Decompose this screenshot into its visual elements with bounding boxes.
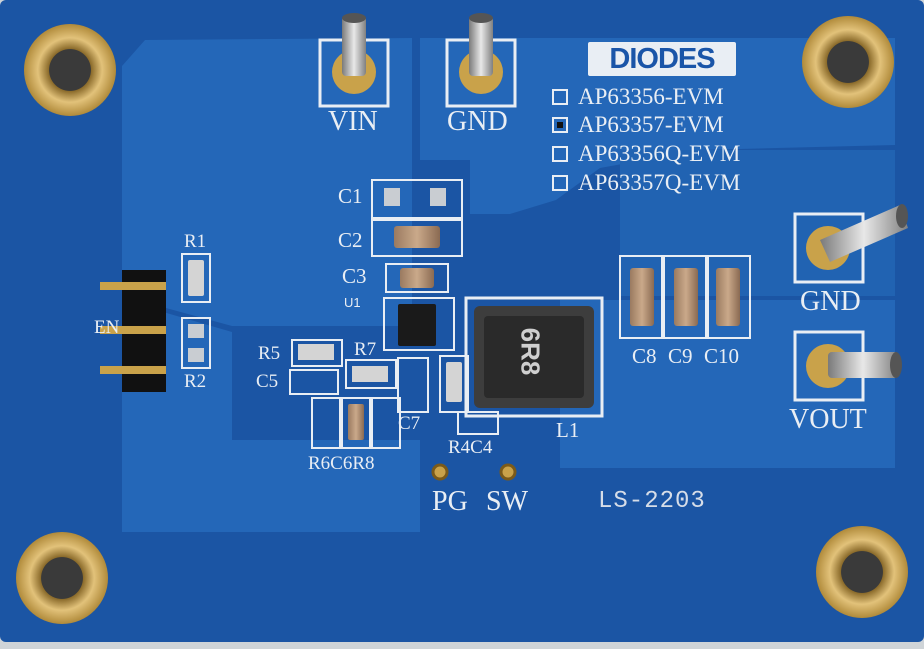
c3-outline [385,263,449,293]
r8-outline [371,397,401,449]
board-code: LS-2203 [598,488,706,515]
variant-row: AP63356Q-EVM [552,141,740,167]
c8-label: C8 [632,344,657,368]
mounting-hole-br [816,526,908,618]
r1-component [188,260,204,296]
r4-component [446,362,462,402]
r6c6r8-label: R6C6R8 [308,453,375,474]
vin-terminal [318,13,390,108]
variant-label: AP63357Q-EVM [578,170,741,195]
diodes-logo: DIODES [588,42,736,76]
vout-label: VOUT [789,404,867,435]
logo-text: DIODES [609,42,715,75]
l1-face [484,316,584,398]
mounting-hole-bl [16,532,108,624]
r2-pad-top [188,324,204,338]
r2-label: R2 [184,371,207,392]
c3-label: C3 [342,264,367,288]
vin-label: VIN [328,106,378,137]
u1-outline [383,297,455,351]
c5-label: C5 [256,371,279,392]
c9-outline [663,255,707,339]
c6-outline [341,397,371,449]
sw-label: SW [486,486,528,517]
r4-outline [439,355,469,413]
variant-label: AP63356-EVM [578,84,724,109]
c10-component [716,268,740,326]
l1-outline [464,296,604,418]
c2-outline [371,219,463,257]
variant-row: AP63356-EVM [552,84,724,110]
u1-label: U1 [344,295,361,310]
variant-row: AP63357Q-EVM [552,170,740,196]
c2-label: C2 [338,228,363,252]
u1-chip [398,304,436,346]
r2-pad-bottom [188,348,204,362]
r2-outline [181,317,211,369]
variant-checkbox [552,146,568,162]
gnd-out-label: GND [800,286,861,317]
variant-checkbox [552,89,568,105]
r1-label: R1 [184,231,207,252]
copper-pour-vout [560,300,895,468]
c10-label: C10 [704,344,740,368]
c2-component [394,226,440,248]
c1-outline [371,179,463,219]
r5-label: R5 [258,343,281,364]
r7-component [352,366,388,382]
c10-outline [707,255,751,339]
c6-component [348,404,364,440]
variant-label: AP63357-EVM [578,112,724,137]
mounting-hole-tl [24,24,116,116]
gnd-out-terminal [793,204,908,284]
variant-checkbox [552,175,568,191]
c8-component [630,268,654,326]
en-header [100,270,166,392]
variant-row: AP63357-EVM [552,112,724,138]
pg-label: PG [432,486,468,517]
c5-outline [289,369,339,395]
c8-outline [619,255,663,339]
r6-outline [311,397,341,449]
copper-pour-gnd [420,38,895,214]
inductor-marking: 6R8 [515,327,546,376]
pg-test-point [431,463,449,481]
gnd-in-terminal [445,13,517,108]
c9-component [674,268,698,326]
r4c4-label: R4C4 [448,437,493,458]
sw-test-point [499,463,517,481]
c7-outline [397,357,429,413]
c4-outline [457,411,499,435]
c7-label: C7 [398,413,421,434]
variant-checkbox-checked [552,117,568,133]
gnd-in-label: GND [447,106,508,137]
r1-outline [181,253,211,303]
r7-outline [345,359,397,389]
c3-component [400,268,434,288]
vout-terminal [793,330,902,402]
c1-label: C1 [338,184,363,208]
r5-outline [291,339,343,367]
r5-component [298,344,334,360]
variant-label: AP63356Q-EVM [578,141,741,166]
en-label: EN [94,317,120,338]
c1-pad-right [430,188,446,206]
mounting-hole-tr [802,16,894,108]
r7-label: R7 [354,339,377,360]
l1-label: L1 [556,418,580,442]
copper-pour-mid [258,440,420,532]
c1-pad-left [384,188,400,206]
c9-label: C9 [668,344,693,368]
